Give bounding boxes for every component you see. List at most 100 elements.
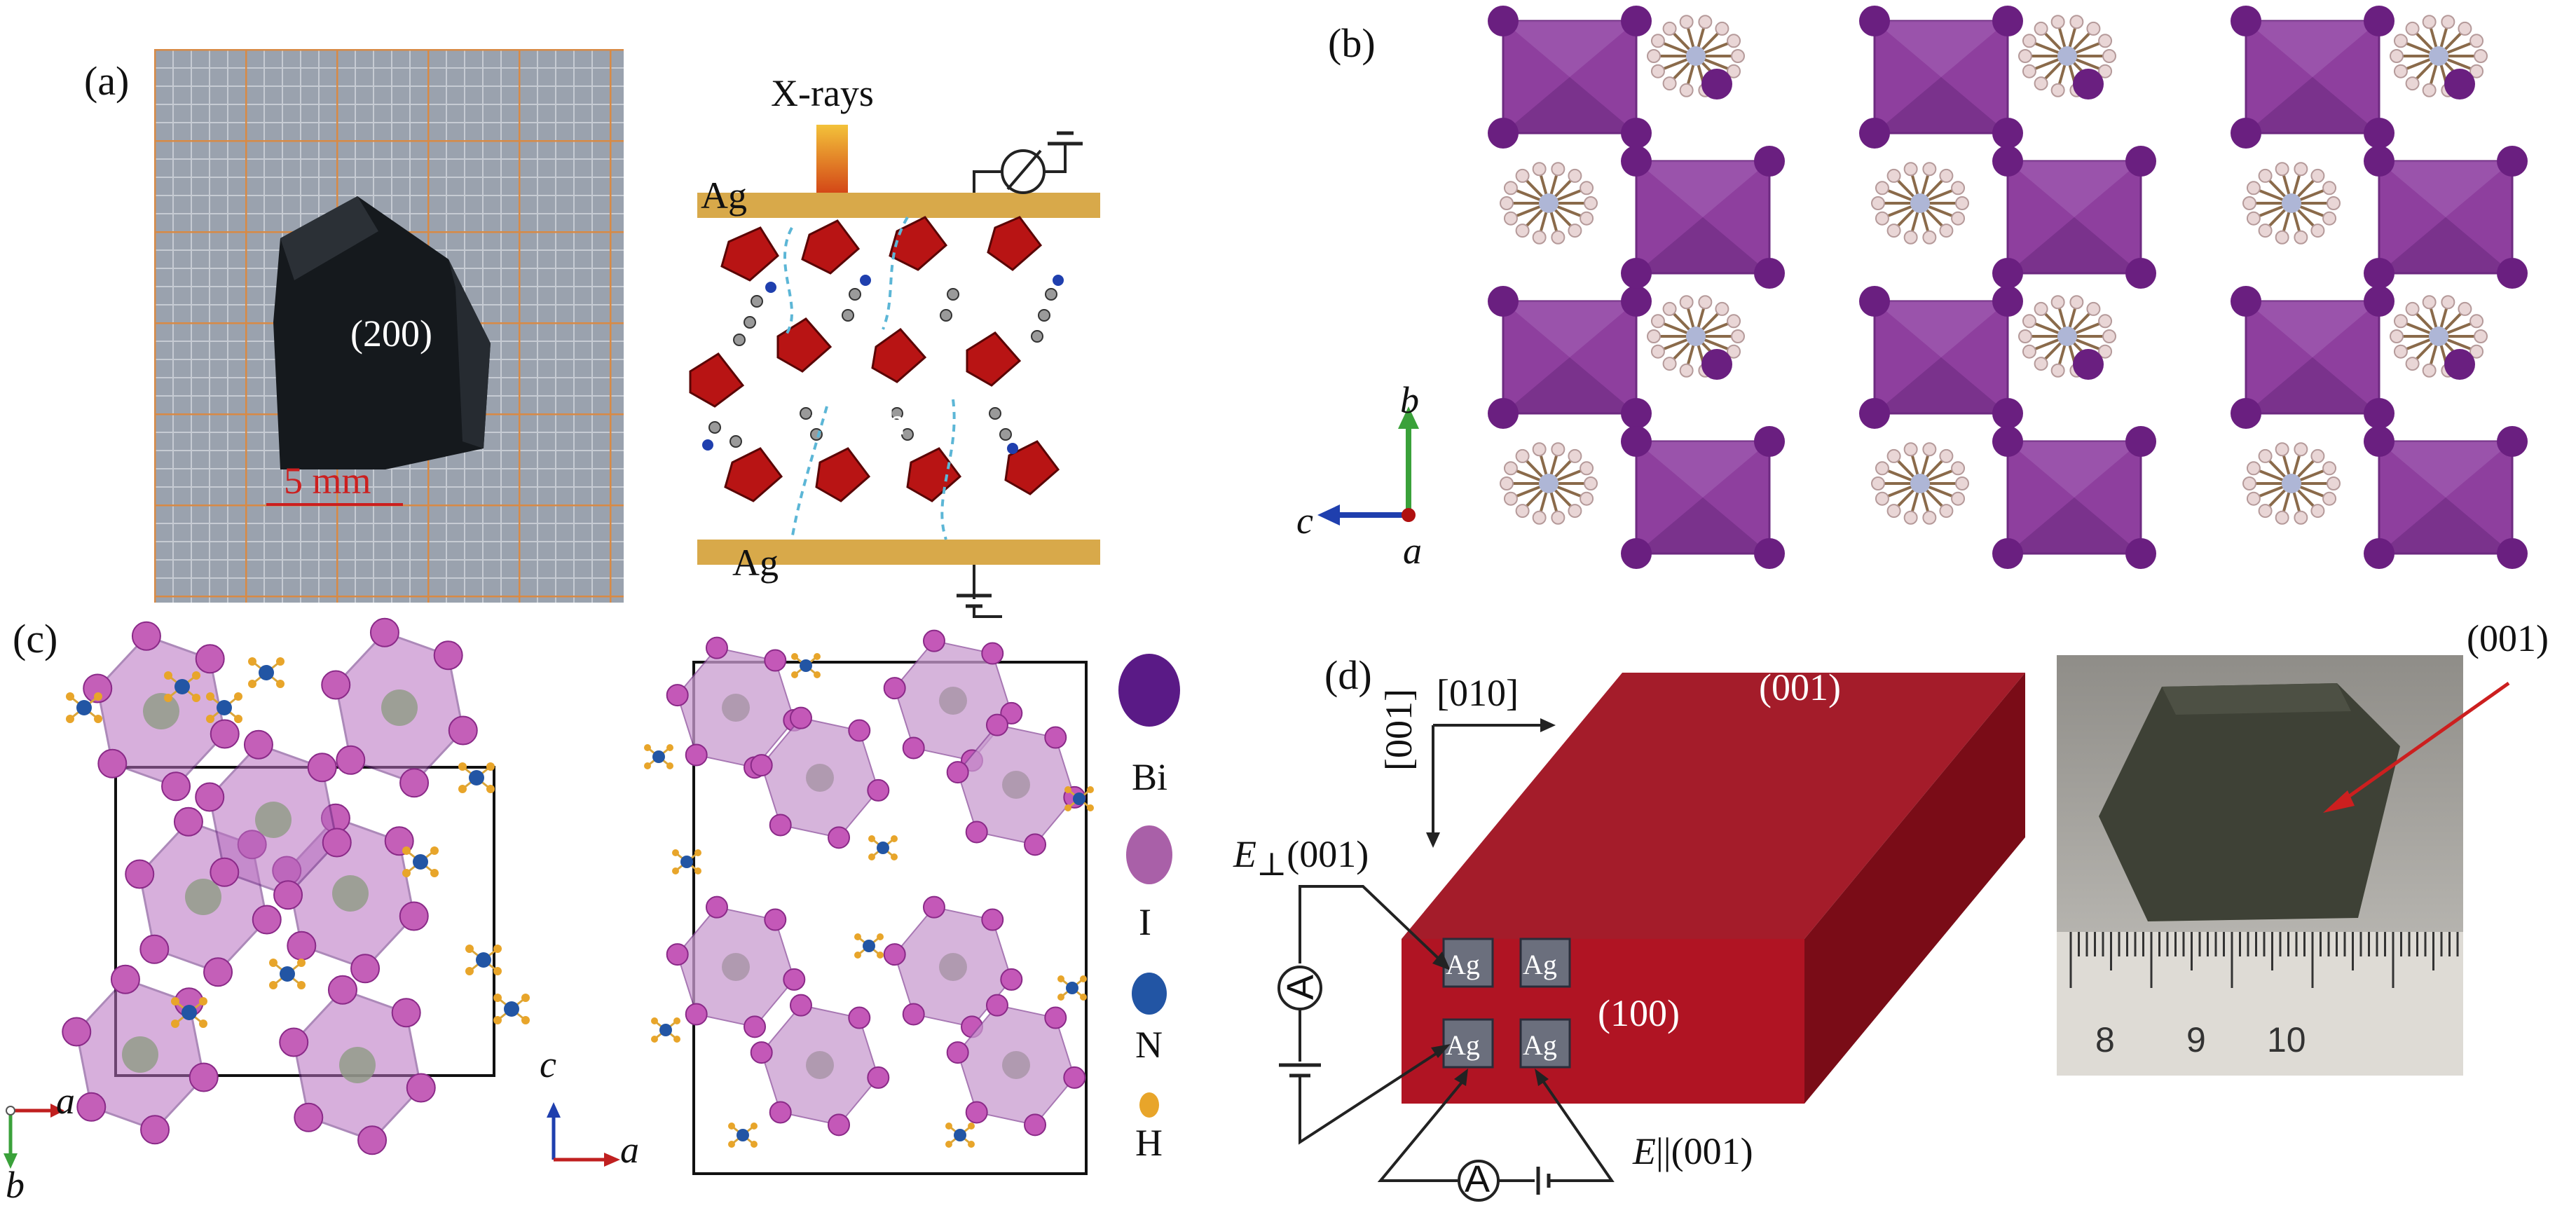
- bottom-electrode-bar: [697, 540, 1100, 565]
- axis-c-label-b: c: [1296, 500, 1313, 542]
- iodide-ion-1: [1701, 69, 1732, 99]
- cation-10: [1500, 442, 1598, 525]
- ruler-label-10: 10: [2267, 1020, 2306, 1059]
- ammonium-left-8: [465, 945, 502, 975]
- top-electrode-label: Ag: [701, 174, 747, 217]
- xrays-label: X-rays: [771, 72, 874, 114]
- octahedron-3: [2231, 6, 2395, 149]
- bi-i-octahedron-right-2: [750, 706, 890, 849]
- octahedron-9: [2364, 146, 2528, 289]
- crystal-facet-side: [448, 259, 491, 448]
- legend-n-marker: [1132, 973, 1167, 1015]
- bi-i-octahedron-left-7: [195, 729, 352, 910]
- axis-a-label-c-right: a: [620, 1129, 639, 1171]
- axis-a-label-c-left: a: [56, 1080, 75, 1122]
- photo-face-arrow: [2323, 681, 2510, 813]
- bi-i-octahedron-right-6: [750, 994, 890, 1137]
- device-schematic-d: [1277, 673, 2025, 1202]
- axes-b: [1317, 406, 1419, 526]
- crystal-d-body: [2099, 683, 2400, 921]
- ammonium-right-2: [791, 653, 821, 678]
- octahedron-6: [2231, 286, 2395, 429]
- ruler-label-9: 9: [2186, 1020, 2206, 1059]
- octahedron-10: [1621, 426, 1785, 569]
- cation-1: [1647, 15, 1745, 97]
- photo-face-label: (001): [2467, 617, 2549, 659]
- xray-arrow: [795, 125, 869, 218]
- ammonium-left-7: [458, 762, 495, 793]
- axes-c-right: [547, 1102, 620, 1167]
- electrode-label-3: Ag: [1446, 1029, 1480, 1061]
- ammonium-left-3: [206, 692, 242, 723]
- ruler: [2057, 932, 2463, 1076]
- direction-001-label: [001]: [1378, 689, 1420, 771]
- legend-bi-label: Bi: [1132, 756, 1168, 798]
- iodide-ion-5: [2444, 69, 2475, 99]
- octahedron-2: [1859, 6, 2023, 149]
- cation-11: [1871, 442, 1969, 525]
- scale-bar-label: 5 mm: [284, 460, 371, 502]
- ammonium-left-6: [493, 994, 530, 1024]
- legend-i-label: I: [1139, 901, 1151, 943]
- electrode-label-1: Ag: [1446, 949, 1480, 980]
- ammonium-left-2: [164, 671, 200, 702]
- ammonium-right-4: [1064, 786, 1094, 811]
- direction-010-label: [010]: [1437, 672, 1519, 714]
- panel-b-label: (b): [1328, 20, 1376, 66]
- cation-9: [2242, 162, 2341, 245]
- cation-6: [2390, 295, 2488, 378]
- organic-chains: [708, 288, 1057, 448]
- axis-b-label: b: [1400, 379, 1419, 421]
- e-perp-suffix: (001): [1287, 833, 1369, 875]
- ammonium-left-5: [269, 959, 306, 989]
- iodide-ion-6: [2444, 349, 2475, 380]
- bottom-electrode-label: Ag: [732, 542, 779, 584]
- axes-c-left: [4, 1104, 64, 1169]
- axis-b-label-c-left: b: [6, 1164, 25, 1206]
- bi-i-octahedron-left-5: [62, 964, 219, 1145]
- iodide-ion-2: [1701, 349, 1732, 380]
- octahedron-11: [1992, 426, 2156, 569]
- iodide-ion-4: [2073, 349, 2104, 380]
- ammeter-par-label: A: [1465, 1158, 1491, 1200]
- legend-i-marker: [1126, 825, 1172, 884]
- perp-symbol: ⊥: [1256, 846, 1287, 882]
- crystal-top-face: [1402, 673, 2025, 939]
- ammonium-right-1: [644, 744, 673, 769]
- electron-label-1: e⁻: [802, 286, 839, 323]
- octahedron-5: [1859, 286, 2023, 429]
- octahedron-1: [1488, 6, 1652, 149]
- octahedron-7: [1621, 146, 1785, 289]
- octahedron-12: [2364, 426, 2528, 569]
- panel-d-label: (d): [1324, 652, 1372, 698]
- panel-a-label: (a): [84, 58, 130, 104]
- axis-a-label-b: a: [1403, 530, 1422, 572]
- crystal-photo-d: [2057, 655, 2463, 1076]
- crystal-photo-a: [154, 49, 624, 603]
- top-face-label: (001): [1759, 666, 1841, 708]
- legend-h-marker: [1139, 1092, 1159, 1118]
- hole-label-1: h⁺: [785, 409, 821, 446]
- electrode-label-4: Ag: [1523, 1029, 1557, 1061]
- ammonium-right-3: [868, 835, 898, 860]
- ammeter-perp-label: A: [1280, 974, 1322, 1001]
- octahedron-4: [1488, 286, 1652, 429]
- ammonium-right-5: [672, 849, 701, 874]
- atom-legend: [1118, 654, 1180, 1118]
- legend-bi-marker: [1118, 654, 1180, 727]
- crystal-structure-b: [1488, 6, 2528, 569]
- crystal-structure-c-right: [644, 629, 1094, 1175]
- bi-i-octahedron-left-6: [279, 975, 436, 1155]
- axis-c-label-c-right: c: [540, 1043, 556, 1085]
- e-par-label: E||(001): [1633, 1130, 1753, 1173]
- legend-h-label: H: [1135, 1122, 1163, 1164]
- ammonium-left-9: [171, 997, 207, 1028]
- cation-7: [1500, 162, 1598, 245]
- ammonium-right-10: [651, 1017, 680, 1043]
- crystal-structure-c-left: [62, 617, 530, 1155]
- ammonium-left-4: [248, 657, 285, 688]
- ammonium-left-10: [402, 846, 439, 877]
- iodide-ion-3: [2073, 69, 2104, 99]
- octahedra-layer: [689, 216, 1060, 502]
- top-electrode-bar: [697, 193, 1100, 218]
